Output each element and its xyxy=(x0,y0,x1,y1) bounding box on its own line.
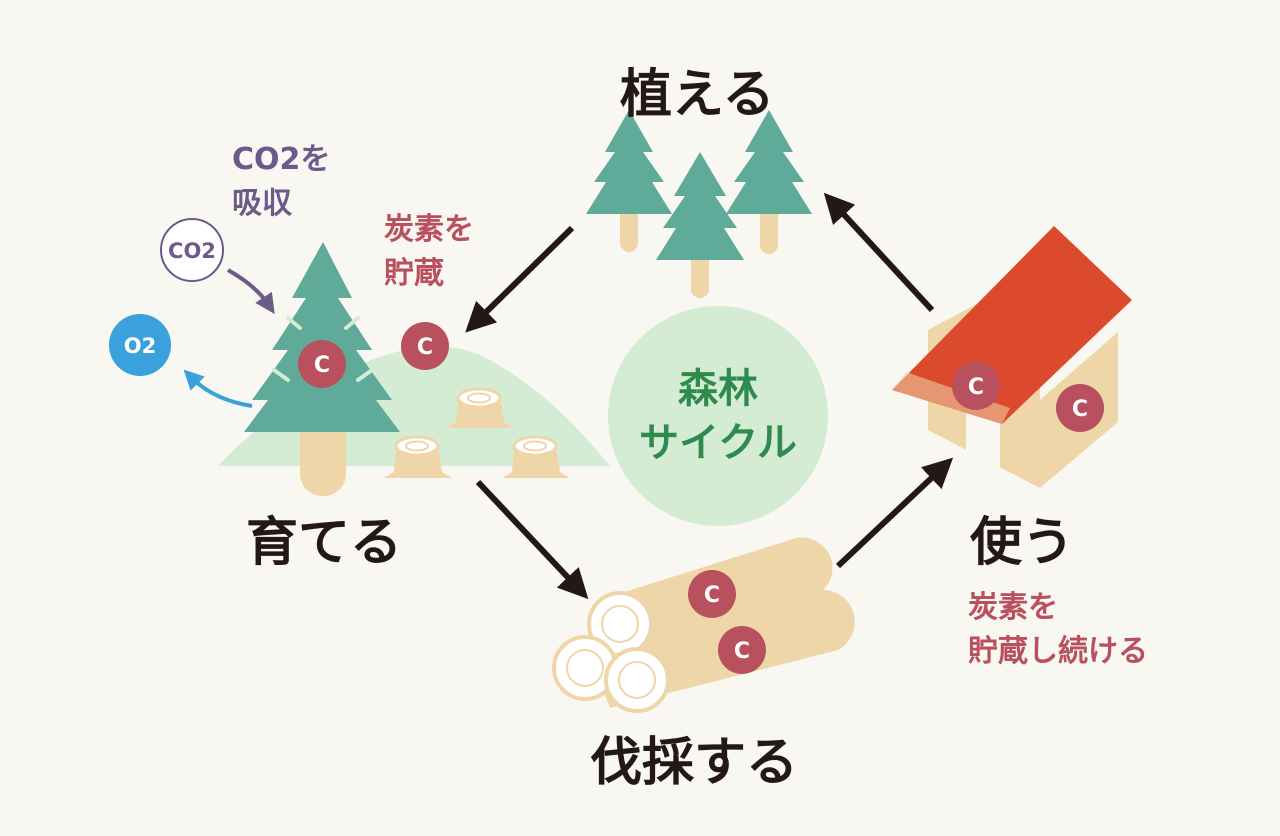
carbon-badge: C xyxy=(952,362,1000,410)
carbon-badge: C xyxy=(401,322,449,370)
carbon-badge: C xyxy=(718,626,766,674)
house-illustration xyxy=(892,226,1132,488)
o2-badge xyxy=(109,314,171,376)
svg-text:C: C xyxy=(734,639,750,664)
carbon-badge: C xyxy=(688,570,736,618)
svg-text:C: C xyxy=(968,375,984,400)
co2-badge xyxy=(160,218,224,282)
big-tree xyxy=(244,242,400,432)
stump xyxy=(384,435,452,478)
arrow-grow-to-harvest xyxy=(475,479,589,600)
store-carbon-note-line2: 貯蔵 xyxy=(384,256,444,291)
center-label: 森林 サイクル xyxy=(608,362,828,470)
keep-storing-carbon-note-line1: 炭素を xyxy=(968,590,1058,625)
arrow-use-to-plant xyxy=(823,192,935,313)
keep-storing-carbon-note-line2: 貯蔵し続ける xyxy=(968,634,1148,669)
carbon-badge: C xyxy=(1056,384,1104,432)
center-label-line1: 森林 xyxy=(678,366,758,412)
keep-storing-carbon-note: 炭素を 貯蔵し続ける xyxy=(968,586,1148,674)
step-label-harvest: 伐採する xyxy=(590,733,799,793)
step-label-plant: 植える xyxy=(620,65,775,125)
svg-text:C: C xyxy=(314,353,330,378)
absorb-co2-note-line2: 吸収 xyxy=(232,186,292,221)
stump xyxy=(502,435,570,478)
stump xyxy=(446,387,514,428)
svg-text:C: C xyxy=(1072,397,1088,422)
carbon-badge: C xyxy=(298,340,346,388)
co2-badge-text: CO2 xyxy=(168,239,216,263)
o2-badge-text: O2 xyxy=(124,334,156,358)
logs-illustration xyxy=(552,537,855,713)
center-label-line2: サイクル xyxy=(639,420,797,466)
absorb-co2-note-line1: CO2を xyxy=(232,142,331,177)
arrow-harvest-to-use xyxy=(835,457,954,569)
step-label-grow: 育てる xyxy=(246,513,403,573)
sapling-left xyxy=(586,110,672,214)
arrow-plant-to-grow xyxy=(465,225,575,333)
svg-text:C: C xyxy=(704,583,720,608)
store-carbon-note-line1: 炭素を xyxy=(384,212,474,247)
svg-text:C: C xyxy=(417,335,433,360)
o2-out-arrow xyxy=(183,369,253,408)
planted-trees-illustration xyxy=(586,110,812,298)
store-carbon-note: 炭素を 貯蔵 xyxy=(384,208,474,296)
center-circle xyxy=(608,306,828,526)
house-roof xyxy=(892,226,1132,424)
step-label-use: 使う xyxy=(970,513,1075,573)
sapling-middle xyxy=(656,152,744,260)
growing-forest-illustration: CO2 O2 xyxy=(109,218,610,496)
co2-in-arrow xyxy=(227,268,275,314)
sapling-right xyxy=(726,110,812,214)
absorb-co2-note: CO2を 吸収 xyxy=(232,138,330,226)
